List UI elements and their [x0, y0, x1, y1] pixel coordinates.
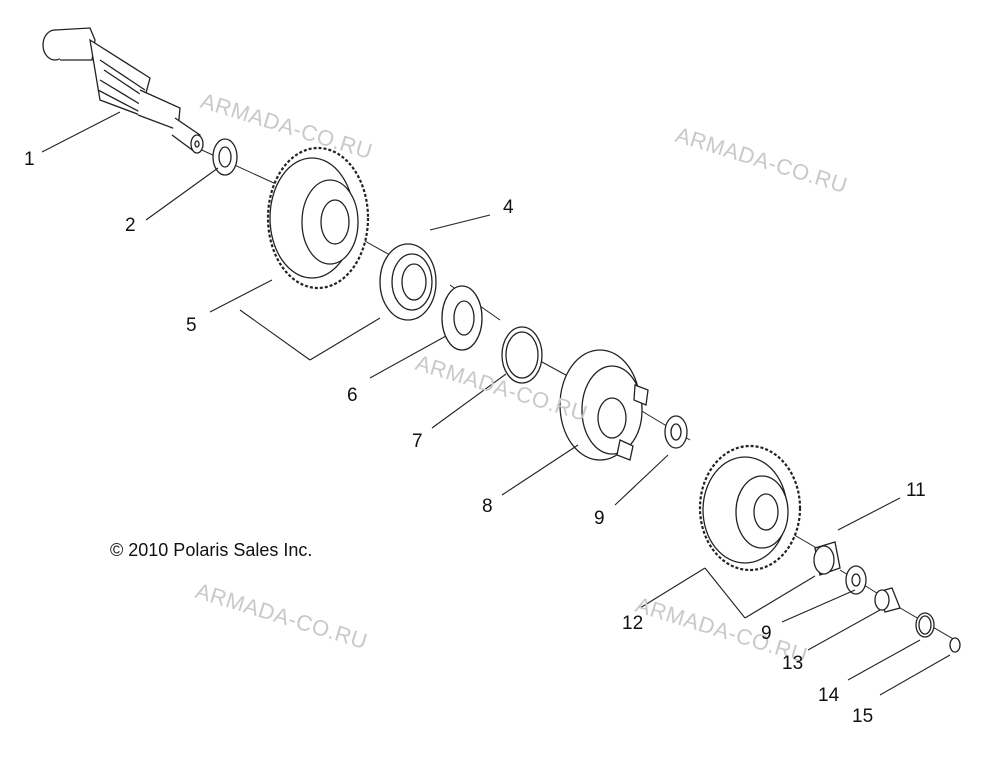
part-7-snap-ring — [501, 326, 543, 384]
part-8-shift-collar — [559, 349, 649, 461]
part-1-shaft — [42, 27, 204, 154]
part-13-bushing — [874, 587, 901, 613]
callout-2: 2 — [125, 215, 136, 236]
part-11-bushing — [813, 541, 841, 576]
callout-7: 7 — [412, 431, 423, 452]
callout-5: 5 — [186, 315, 197, 336]
part-5-large-gear — [266, 146, 370, 290]
callout-9-first: 9 — [594, 508, 605, 529]
callout-6: 6 — [347, 385, 358, 406]
part-9-washer — [664, 415, 688, 449]
part-14-snap-ring — [915, 612, 935, 638]
callout-15: 15 — [852, 706, 874, 727]
callout-14: 14 — [818, 685, 840, 706]
callout-13: 13 — [782, 653, 804, 674]
part-6-thrust-washer — [441, 285, 483, 351]
callout-11: 11 — [906, 480, 926, 501]
part-2-washer — [212, 138, 238, 176]
callout-4: 4 — [503, 197, 514, 218]
callout-12: 12 — [622, 613, 644, 634]
callout-8: 8 — [482, 496, 493, 517]
leader-lines — [41, 111, 951, 696]
callout-1: 1 — [24, 149, 35, 170]
part-15-ring — [949, 637, 961, 653]
part-4-bearing — [379, 243, 437, 321]
callout-9-second: 9 — [761, 623, 772, 644]
copyright-notice: © 2010 Polaris Sales Inc. — [110, 540, 313, 560]
part-9-washer-second — [845, 565, 867, 595]
part-12-gear — [698, 444, 802, 572]
